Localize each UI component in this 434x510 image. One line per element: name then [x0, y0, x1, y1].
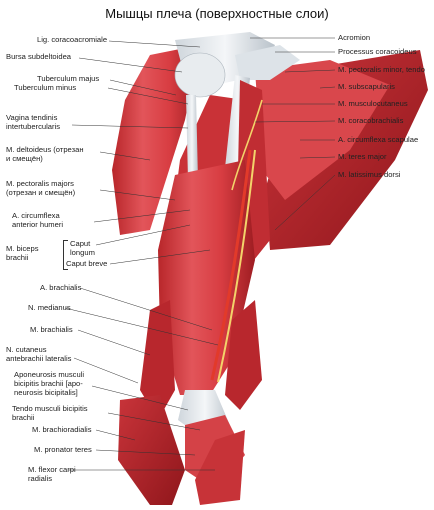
- brachial-artery: [210, 149, 252, 381]
- biceps-heads-bracket: [63, 240, 68, 270]
- label-m-musculocutaneus: M. musculocutaneus: [338, 99, 408, 108]
- deltoid-muscle: [112, 45, 200, 235]
- label-m-coracobrachialis: M. coracobrachialis: [338, 116, 404, 125]
- label-intertubercularis: intertubercularis: [6, 122, 61, 131]
- label-caput-breve: Caput breve: [66, 259, 108, 268]
- coracoid-process: [235, 45, 300, 80]
- label-a-brachialis: A. brachialis: [40, 283, 82, 292]
- label-m-subscapularis: M. subscapularis: [338, 82, 395, 91]
- label-m-biceps: M. biceps: [6, 244, 39, 253]
- label-tuberculum-minus: Tuberculum minus: [14, 83, 77, 92]
- label-m-brachioradialis: M. brachioradialis: [32, 425, 92, 434]
- label-m-pectoralis-minor: M. pectoralis minor, tendo: [338, 65, 425, 74]
- musculocutaneous-nerve: [231, 99, 263, 191]
- median-nerve: [217, 149, 256, 383]
- label-antebrachii-lateralis: antebrachii lateralis: [6, 354, 72, 363]
- label-anterior-humeri: anterior humeri: [12, 220, 64, 229]
- label-vagina-tendinis: Vagina tendinis: [6, 113, 58, 122]
- humeral-head: [174, 52, 226, 98]
- label-a-circumflexa: A. circumflexa: [12, 211, 60, 220]
- leader-lines-left: [64, 40, 219, 471]
- label-m-pronator-teres: M. pronator teres: [34, 445, 92, 454]
- label-neurosis-bicipitalis: neurosis bicipitalis]: [14, 388, 78, 397]
- label-m-flexor-carpi: M. flexor carpi: [28, 465, 76, 474]
- label-m-brachialis: M. brachialis: [30, 325, 73, 334]
- label-aponeurosis-musculi: Aponeurosis musculi: [14, 370, 85, 379]
- label-tendo-musculi: Tendo musculi bicipitis: [12, 404, 88, 413]
- label-pectoralis-note: (отрезан и смещён): [6, 188, 76, 197]
- brachialis-muscle-medial: [225, 300, 262, 410]
- label-deltoideus-note: и смещён): [6, 154, 43, 163]
- flexor-carpi-radialis-muscle: [195, 430, 245, 505]
- label-lig-coracoacromiale: Lig. coracoacromiale: [37, 35, 108, 44]
- brachioradialis-muscle: [118, 395, 185, 505]
- label-m-teres-major: M. teres major: [338, 152, 387, 161]
- label-caput: Caput: [70, 239, 91, 248]
- leader-lines-right: [250, 37, 336, 231]
- label-longum: longum: [70, 248, 95, 257]
- subscapularis-muscle: [255, 60, 390, 200]
- label-radialis: radialis: [28, 474, 53, 483]
- biceps-long-head-tendon: [186, 95, 198, 180]
- label-a-circumflexa-scapulae: A. circumflexa scapulae: [338, 135, 419, 144]
- label-m-deltoideus: M. deltoideus (отрезан: [6, 145, 84, 154]
- label-n-cutaneus: N. cutaneus: [6, 345, 47, 354]
- label-bicipitis-brachii-apo: bicipitis brachii [apo-: [14, 379, 83, 388]
- brachialis-muscle: [140, 300, 175, 420]
- label-processus-coracoideus: Processus coracoideus: [338, 47, 417, 56]
- label-m-latissimus-dorsi: M. latissimus dorsi: [338, 170, 401, 179]
- label-n-medianus: N. medianus: [28, 303, 71, 312]
- label-m-pectoralis-majors: M. pectoralis majors: [6, 179, 74, 188]
- label-brachii: brachii: [6, 253, 29, 262]
- label-tendo-brachii: brachii: [12, 413, 35, 422]
- label-tuberculum-majus: Tuberculum majus: [37, 74, 100, 83]
- label-acromion: Acromion: [338, 33, 371, 42]
- page-title: Мышцы плеча (поверхностные слои): [105, 6, 329, 21]
- label-bursa-subdeltoidea: Bursa subdeltoidea: [6, 52, 72, 61]
